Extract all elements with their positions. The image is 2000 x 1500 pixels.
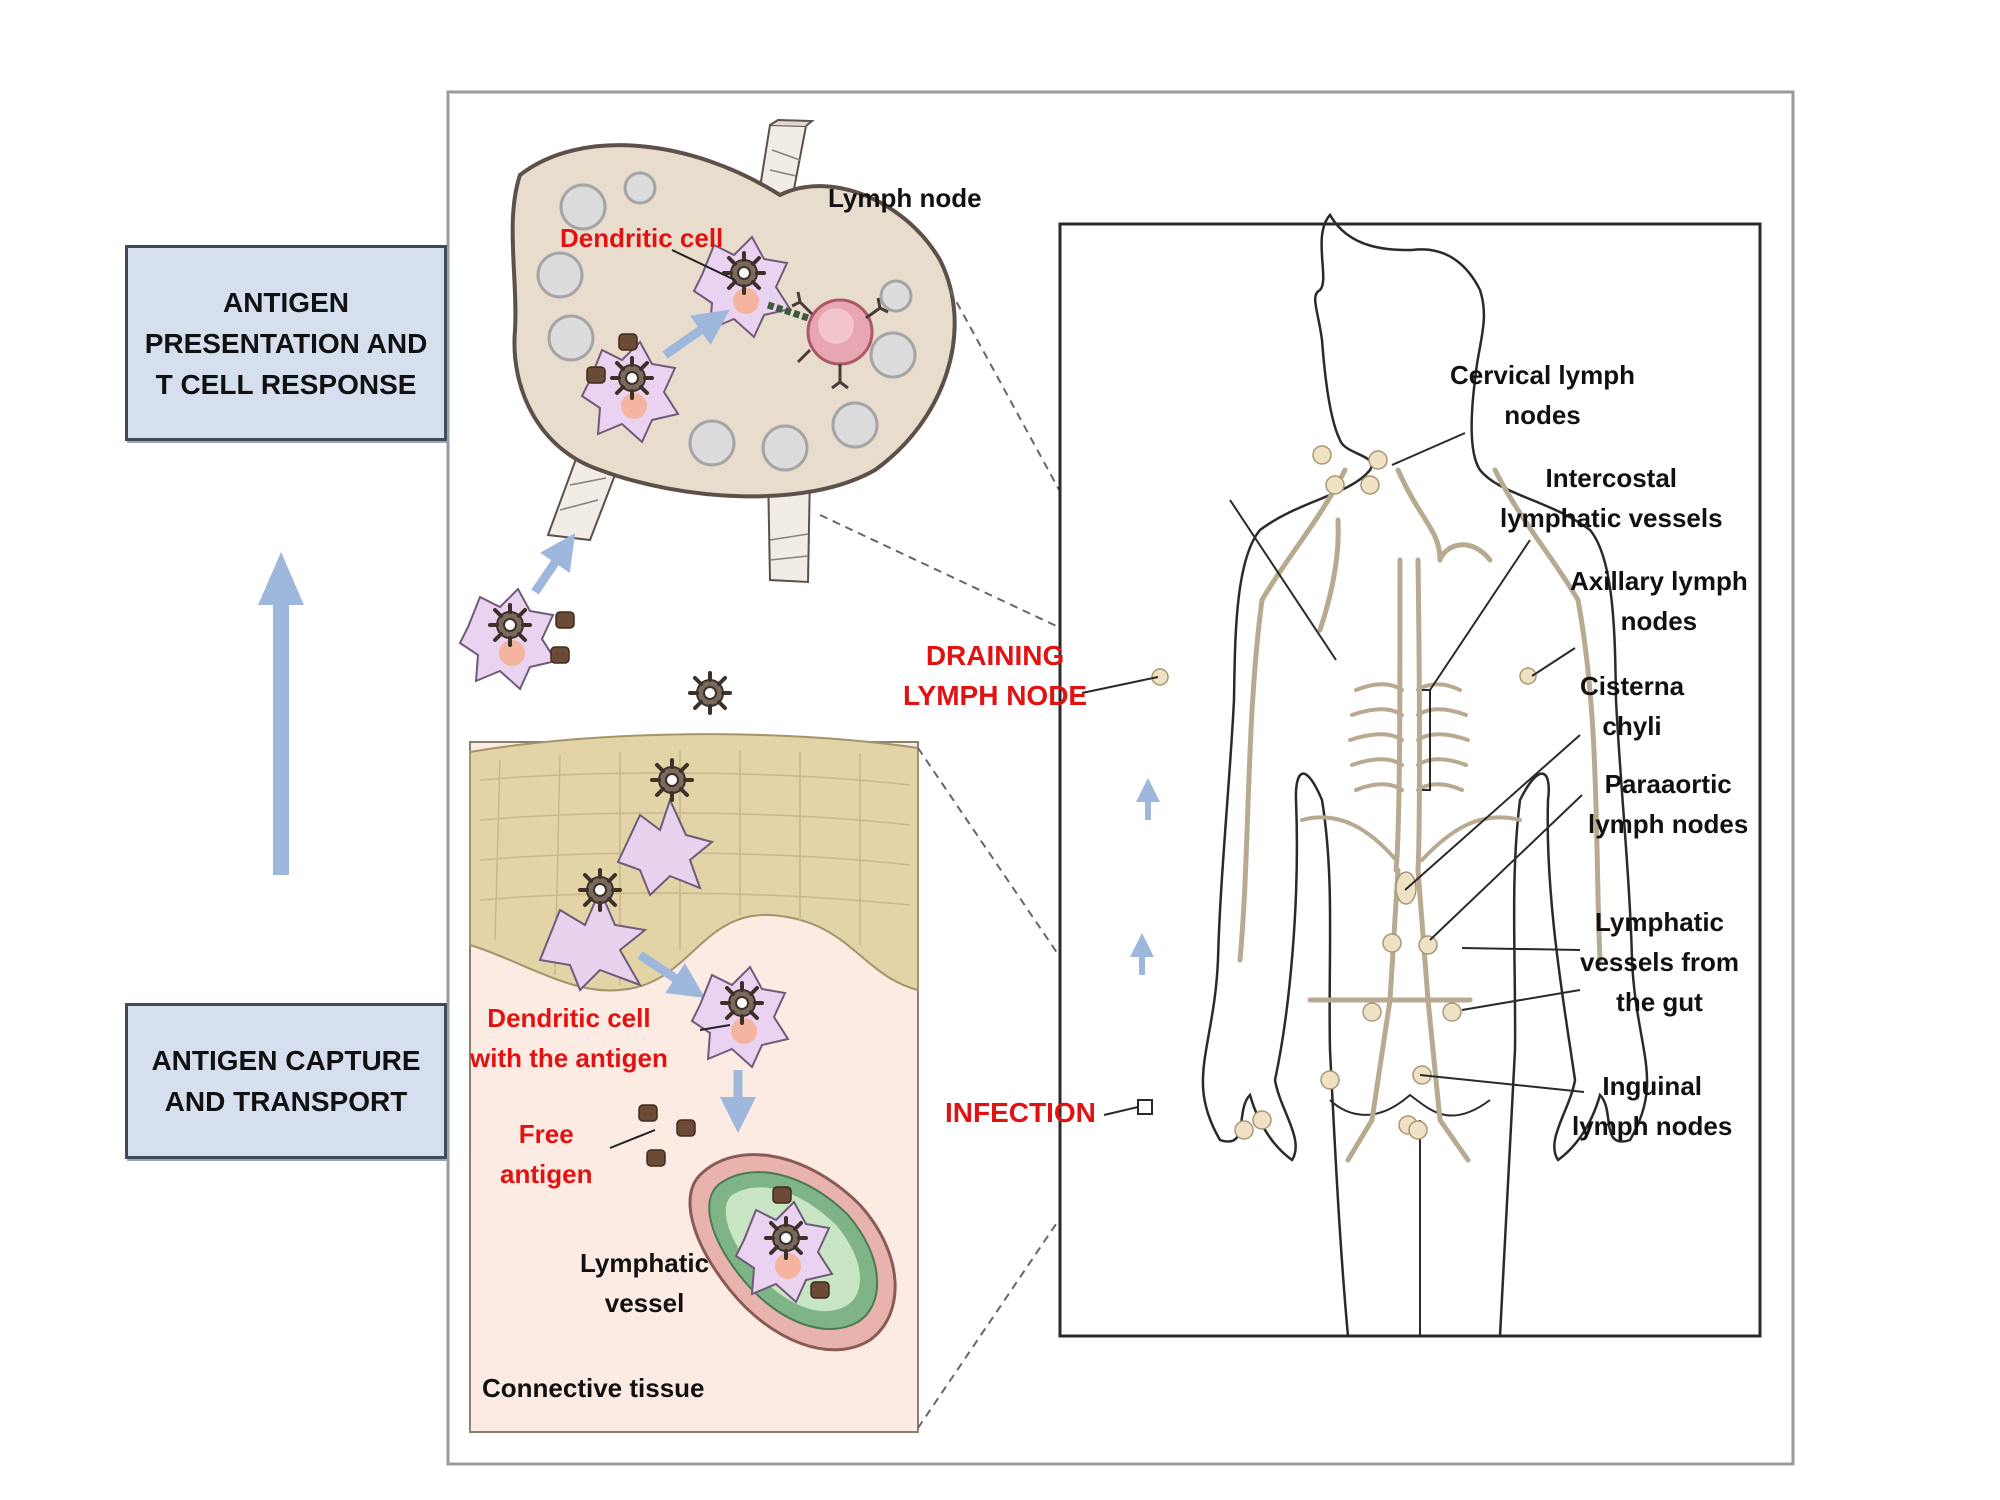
label-connective-tissue: Connective tissue	[482, 1373, 705, 1403]
label-intercostal-vessels: Intercostal lymphatic vessels	[1500, 463, 1723, 533]
label-lymph-node: Lymph node	[828, 183, 982, 213]
label-dendritic-cell-antigen: Dendritic cell with the antigen	[470, 1003, 668, 1073]
label-inguinal-nodes: Inguinal lymph nodes	[1572, 1071, 1733, 1141]
label-cervical-nodes: Cervical lymph nodes	[1450, 360, 1635, 430]
label-dendritic-cell-node: Dendritic cell	[560, 223, 724, 253]
stage-box-presentation: ANTIGEN PRESENTATION AND T CELL RESPONSE	[125, 245, 447, 441]
label-infection: INFECTION	[945, 1097, 1096, 1128]
lymph-node-illustration	[510, 118, 957, 584]
label-axillary-nodes: Axillary lymph nodes	[1570, 566, 1748, 636]
label-draining-lymph-node: DRAINING LYMPH NODE	[903, 640, 1088, 711]
stage-presentation-text: ANTIGEN PRESENTATION AND T CELL RESPONSE	[144, 286, 428, 400]
stage-capture-text: ANTIGEN CAPTURE AND TRANSPORT	[151, 1045, 421, 1117]
label-free-antigen: Free antigen	[500, 1119, 593, 1189]
progression-arrow	[258, 552, 304, 875]
stage-box-capture: ANTIGEN CAPTURE AND TRANSPORT	[125, 1003, 447, 1159]
migrating-dendritic-cell	[460, 533, 732, 715]
label-paraaortic-nodes: Paraaortic lymph nodes	[1588, 769, 1749, 839]
tissue-illustration	[469, 733, 919, 1433]
label-gut-vessels: Lymphatic vessels from the gut	[1580, 907, 1739, 1017]
label-lymphatic-vessel: Lymphatic vessel	[580, 1248, 710, 1318]
label-cisterna-chyli: Cisterna chyli	[1580, 671, 1685, 741]
body-illustration	[1058, 212, 1762, 1338]
